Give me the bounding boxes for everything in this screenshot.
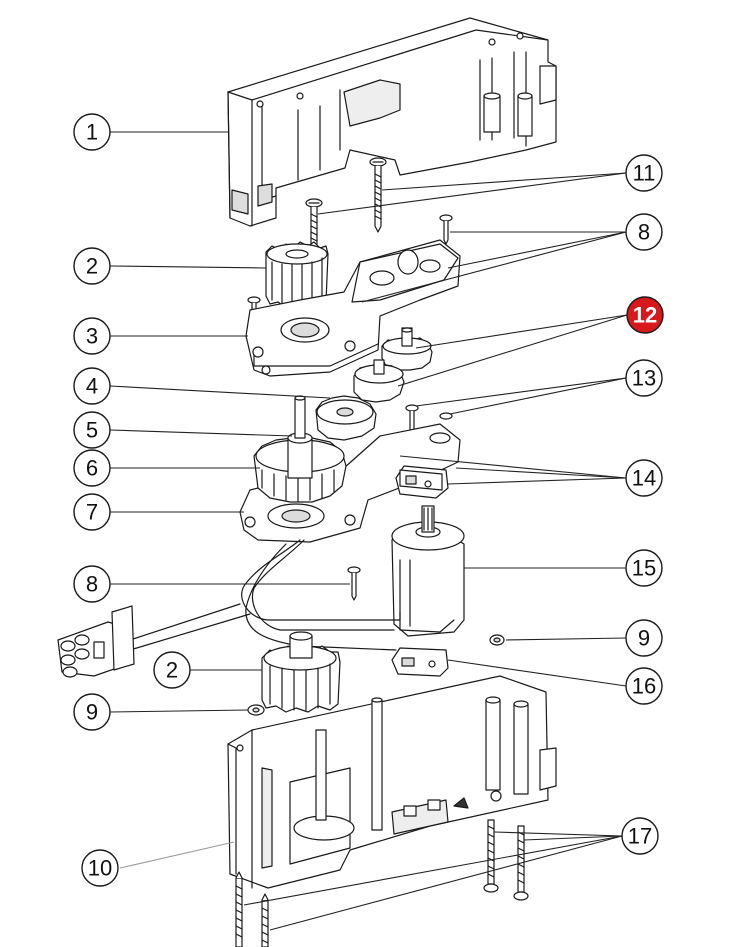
screw-17-right-b: [513, 825, 529, 901]
callout-16: 16: [625, 667, 663, 705]
callout-circle: [73, 449, 111, 487]
callout-circle: [625, 459, 663, 497]
gear-12-upper: [381, 327, 433, 371]
callout-9: 9: [625, 619, 663, 657]
callout-circle: [621, 817, 659, 855]
gear-4: [315, 395, 377, 441]
callout-2: 2: [153, 651, 191, 689]
callout-number: 8: [86, 572, 98, 597]
callout-number: 7: [86, 500, 98, 525]
nut-9-left: [247, 704, 265, 716]
callout-number: 3: [86, 324, 98, 349]
gear-2-lower: [261, 631, 341, 713]
callout-circle: [625, 154, 663, 192]
callout-7: 7: [73, 493, 111, 531]
callout-number: 4: [86, 374, 98, 399]
callout-circle: [153, 651, 191, 689]
callout-10: 10: [81, 849, 119, 887]
callout-number: 1: [86, 120, 98, 145]
callout-number: 14: [632, 466, 656, 491]
callout-15: 15: [625, 549, 663, 587]
gear-12-lower: [353, 359, 405, 403]
callout-number: 8: [638, 220, 650, 245]
bottom-housing: [227, 675, 557, 889]
plug-connector: [57, 605, 135, 678]
callout-number: 10: [88, 856, 112, 881]
callout-12: 12: [626, 296, 664, 334]
callout-number: 2: [166, 658, 178, 683]
callout-circle: [625, 359, 663, 397]
callout-circle: [625, 619, 663, 657]
callout-circle: [73, 693, 111, 731]
callout-circle: [73, 317, 111, 355]
callout-number: 16: [632, 674, 656, 699]
callout-2: 2: [73, 247, 111, 285]
top-housing-cover: [227, 17, 557, 227]
callout-number: 15: [632, 556, 656, 581]
callout-circle: [73, 493, 111, 531]
callout-number: 17: [628, 824, 652, 849]
callout-circle: [73, 565, 111, 603]
microswitch-14: [395, 465, 449, 499]
callout-circle: [625, 213, 663, 251]
callout-circle: [626, 296, 664, 334]
screw-8-upper: [439, 214, 453, 245]
nut-9-right: [489, 634, 505, 646]
callout-4: 4: [73, 367, 111, 405]
screw-8-lower: [347, 566, 361, 601]
callout-3: 3: [73, 317, 111, 355]
callout-17: 17: [621, 817, 659, 855]
callout-number: 9: [86, 700, 98, 725]
callout-number: 13: [632, 366, 656, 391]
callout-number: 5: [86, 418, 98, 443]
callout-6: 6: [73, 449, 111, 487]
callout-13: 13: [625, 359, 663, 397]
callout-8: 8: [73, 565, 111, 603]
callout-14: 14: [625, 459, 663, 497]
screw-17-right-a: [483, 819, 499, 893]
callout-8: 8: [625, 213, 663, 251]
callout-circle: [73, 367, 111, 405]
screw-17-left-a: [235, 871, 243, 947]
callout-number: 6: [86, 456, 98, 481]
callout-circle: [73, 411, 111, 449]
leader-lines: [109, 131, 628, 931]
callout-number: 12: [633, 303, 657, 328]
callout-circle: [73, 247, 111, 285]
callout-circle: [625, 549, 663, 587]
microswitch-16: [391, 647, 449, 677]
callout-11: 11: [625, 154, 663, 192]
callout-number: 11: [633, 161, 656, 186]
callout-5: 5: [73, 411, 111, 449]
screw-17-left-b: [261, 893, 269, 947]
callout-number: 2: [86, 254, 98, 279]
callout-circle: [81, 849, 119, 887]
upper-gear-plate: [245, 239, 461, 377]
motor-15: [391, 505, 465, 637]
callout-number: 9: [638, 626, 650, 651]
screw-11-long: [369, 157, 387, 233]
callout-circle: [73, 113, 111, 151]
wiring-harness: [129, 539, 401, 651]
callout-1: 1: [73, 113, 111, 151]
screw-13-b: [439, 412, 453, 420]
callout-9: 9: [73, 693, 111, 731]
output-shaft-5: [287, 395, 313, 479]
callout-circle: [625, 667, 663, 705]
